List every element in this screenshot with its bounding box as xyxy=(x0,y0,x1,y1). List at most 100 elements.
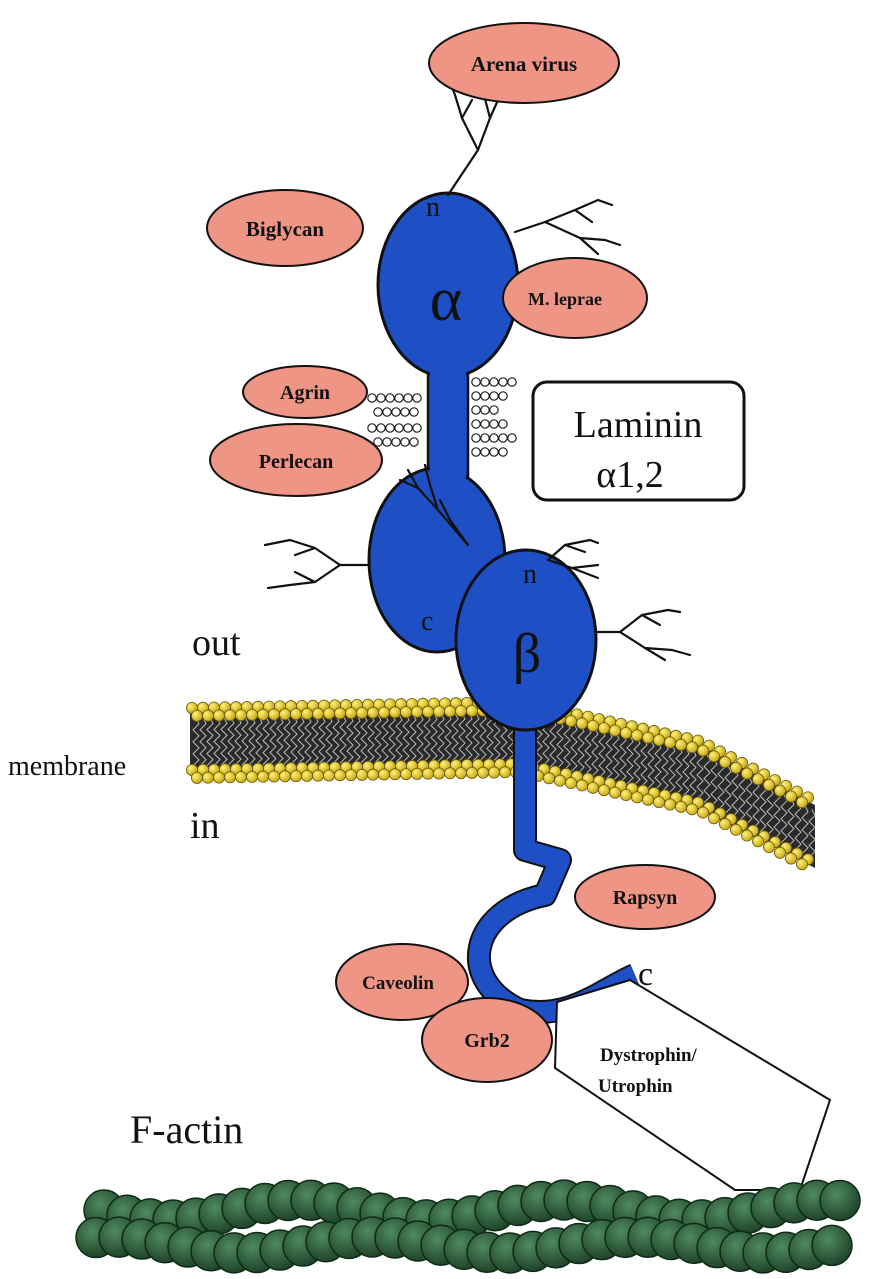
mucin-glycan xyxy=(472,392,480,400)
mucin-glycan xyxy=(401,438,409,446)
lipid-head xyxy=(235,771,246,782)
lipid-head xyxy=(554,775,565,786)
arena-virus-label: Arena virus xyxy=(471,52,577,76)
mucin-glycan xyxy=(410,438,418,446)
m-leprae-label: M. leprae xyxy=(528,289,602,309)
lipid-head xyxy=(719,756,730,767)
mucin-glycan xyxy=(413,424,421,432)
lipid-head xyxy=(444,768,455,779)
lipid-head xyxy=(620,727,631,738)
beta-symbol: β xyxy=(513,623,542,685)
lipid-head xyxy=(609,787,620,798)
lipid-head xyxy=(785,791,796,802)
mucin-glycan xyxy=(472,406,480,414)
lipid-head xyxy=(389,707,400,718)
lipid-head xyxy=(224,710,235,721)
lipid-head xyxy=(224,772,235,783)
mucin-glycan xyxy=(392,438,400,446)
actin-monomer xyxy=(812,1225,852,1265)
lipid-head xyxy=(290,770,301,781)
lipid-head xyxy=(543,773,554,784)
lipid-head xyxy=(598,723,609,734)
lipid-head xyxy=(796,797,807,808)
lipid-head xyxy=(631,730,642,741)
lipid-head xyxy=(312,770,323,781)
mucin-glycan xyxy=(481,378,489,386)
mucin-glycan xyxy=(481,448,489,456)
lipid-head xyxy=(345,769,356,780)
lipid-head xyxy=(466,767,477,778)
lipid-head xyxy=(576,718,587,729)
lipid-head xyxy=(202,710,213,721)
lipid-head xyxy=(433,768,444,779)
mucin-glycan xyxy=(481,406,489,414)
lipid-head xyxy=(708,813,719,824)
lipid-head xyxy=(213,772,224,783)
lipid-head xyxy=(290,708,301,719)
mucin-glycan xyxy=(401,408,409,416)
mucin-glycan xyxy=(377,394,385,402)
lipid-head xyxy=(565,715,576,726)
lipid-head xyxy=(730,824,741,835)
beta-n-label: n xyxy=(523,559,537,590)
lipid-head xyxy=(411,768,422,779)
mucin-glycan xyxy=(481,420,489,428)
lipid-head xyxy=(587,782,598,793)
mucin-glycan xyxy=(368,424,376,432)
dystrophin-label-line1: Dystrophin/ xyxy=(600,1045,698,1066)
dystrophin-label-line2: Utrophin xyxy=(598,1076,673,1097)
mucin-glycans-right xyxy=(472,378,516,456)
alpha-symbol: α xyxy=(430,266,462,334)
lipid-head xyxy=(411,706,422,717)
lipid-head xyxy=(301,770,312,781)
lipid-head xyxy=(356,707,367,718)
grb2: Grb2 xyxy=(422,998,552,1082)
lipid-head xyxy=(785,853,796,864)
lipid-head xyxy=(466,705,477,716)
biglycan-label: Biglycan xyxy=(246,217,324,241)
lipid-head xyxy=(455,705,466,716)
alpha-c-label: c xyxy=(421,606,433,637)
mucin-glycan xyxy=(508,378,516,386)
membrane-body xyxy=(190,706,815,868)
lipid-head xyxy=(400,706,411,717)
lipid-head xyxy=(664,799,675,810)
lipid-head xyxy=(686,742,697,753)
dystrophin-utrophin: Dystrophin/ Utrophin xyxy=(555,980,830,1190)
alpha-stalk-cover xyxy=(430,368,466,478)
f-actin-filament xyxy=(76,1180,860,1273)
lipid-head xyxy=(697,807,708,818)
lipid-head xyxy=(235,709,246,720)
mucin-glycan xyxy=(481,434,489,442)
lipid-head xyxy=(587,720,598,731)
mucin-glycan xyxy=(490,434,498,442)
lipid-head xyxy=(741,830,752,841)
mucin-glycan xyxy=(490,448,498,456)
mucin-glycan xyxy=(392,408,400,416)
lipid-head xyxy=(378,707,389,718)
lipid-head xyxy=(488,767,499,778)
lipid-head xyxy=(334,708,345,719)
lipid-head xyxy=(499,767,510,778)
in-label: in xyxy=(190,805,220,847)
lipid-head xyxy=(774,785,785,796)
lipid-head xyxy=(334,770,345,781)
lipid-head xyxy=(741,768,752,779)
mucin-glycan xyxy=(499,434,507,442)
mucin-glycan xyxy=(395,394,403,402)
lipid-head xyxy=(257,709,268,720)
alpha-n-label: n xyxy=(426,192,440,223)
lipid-head xyxy=(609,725,620,736)
rapsyn-label: Rapsyn xyxy=(613,887,677,909)
perlecan: Perlecan xyxy=(210,424,382,496)
lipid-head xyxy=(268,771,279,782)
laminin-box: Laminin α1,2 xyxy=(533,382,744,500)
lipid-head xyxy=(719,818,730,829)
mucin-glycan xyxy=(413,394,421,402)
mucin-glycan xyxy=(472,378,480,386)
mucin-glycan xyxy=(404,424,412,432)
mucin-glycan xyxy=(404,394,412,402)
lipid-head xyxy=(389,769,400,780)
out-label: out xyxy=(192,622,241,664)
